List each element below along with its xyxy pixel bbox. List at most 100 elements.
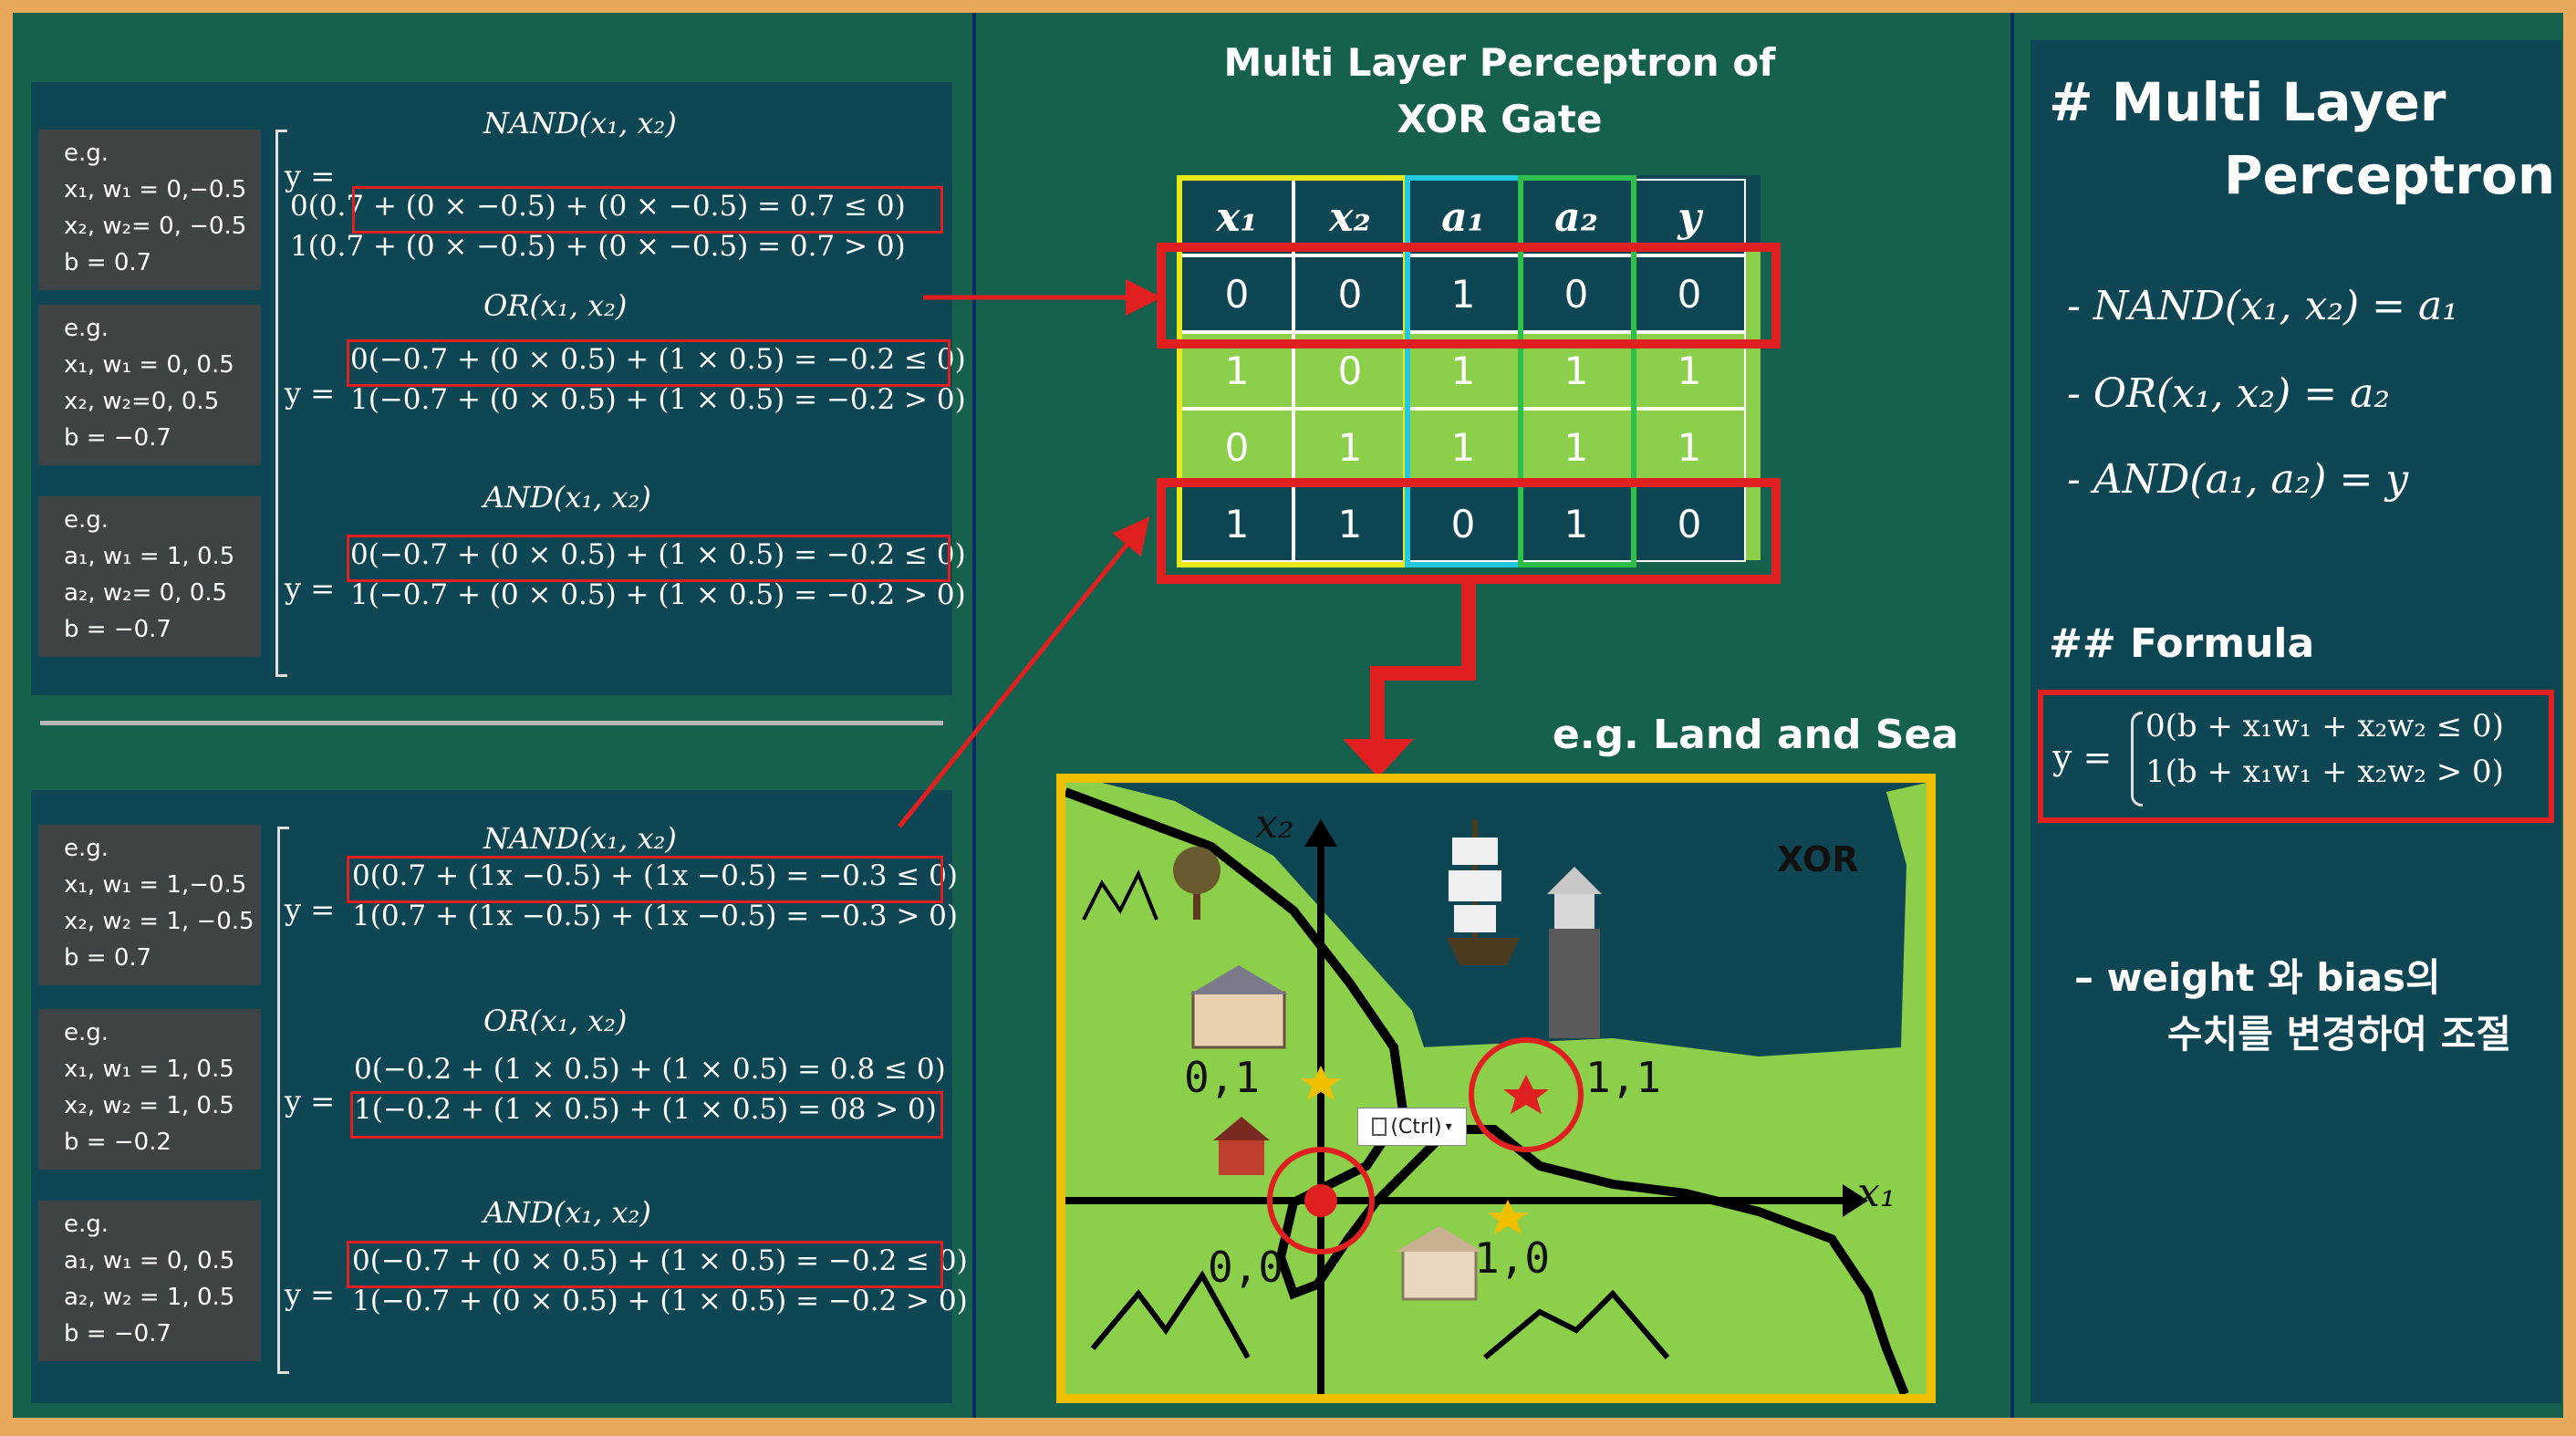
point-label-01: 0,1 [1184,1053,1261,1102]
and-case-1: 1(−0.7 + (0 × 0.5) + (1 × 0.5) = −0.2 > … [352,1285,968,1317]
map-svg [1065,783,1927,1394]
formula-case-1: 1(b + x₁w₁ + x₂w₂ > 0) [2145,754,2504,790]
highlight-box [347,535,950,582]
right-title-line2: Perceptron [2224,144,2556,206]
right-panel: # Multi Layer Perceptron - NAND(x₁, x₂) … [2031,40,2561,1403]
chevron-down-icon: ▾ [1445,1119,1452,1134]
highlight-ring-00 [1267,1147,1375,1254]
table-cell: 1 [1520,485,1633,562]
y-axis-arrow [1304,819,1337,847]
relation-or: - OR(x₁, x₂) = a₂ [2067,370,2390,417]
table-cell: 0 [1633,255,1746,332]
map-title: e.g. Land and Sea [1553,712,1959,758]
table-cell: 0 [1180,255,1293,332]
group-bracket [275,130,287,677]
group-bracket [277,827,289,1374]
coastline [1065,787,1909,1394]
nand-case-1: 1(0.7 + (1x −0.5) + (1x −0.5) = −0.3 > 0… [352,900,958,932]
or-case-0: 0(−0.7 + (0 × 0.5) + (1 × 0.5) = −0.2 ≤ … [350,343,966,376]
table-cell: 0 [1180,409,1293,485]
nand-case-0: 0(0.7 + (0 × −0.5) + (0 × −0.5) = 0.7 ≤ … [290,190,906,223]
formula-box: y = 0(b + x₁w₁ + x₂w₂ ≤ 0) 1(b + x₁w₁ + … [2038,690,2554,823]
ship-icon [1447,819,1520,965]
y-equals: y = [285,892,336,927]
mountains-left-icon [1090,1270,1251,1359]
formula-case-0: 0(b + x₁w₁ + x₂w₂ ≤ 0) [2145,708,2504,744]
house-icon [1213,1117,1270,1175]
table-cell: 0 [1293,255,1407,332]
center-title-line2: XOR Gate [1397,97,1603,141]
and-case-0: 0(−0.7 + (0 × 0.5) + (1 × 0.5) = −0.2 ≤ … [352,1244,968,1277]
fn-label-nand: NAND(x₁, x₂) [483,106,677,140]
fn-label-or: OR(x₁, x₂) [483,288,628,323]
highlight-box [352,186,943,234]
relation-nand: - NAND(x₁, x₂) = a₁ [2067,283,2458,329]
and-case-1: 1(−0.7 + (0 × 0.5) + (1 × 0.5) = −0.2 > … [350,578,966,611]
or-case-1: 1(−0.2 + (1 × 0.5) + (1 × 0.5) = 08 > 0) [354,1093,937,1126]
separator [40,721,943,725]
land-sea-map: XOR x₁ x₂ 0,1 1,1 0,0 1,0 (Ctrl) ▾ [1056,774,1936,1403]
table-cell: 1 [1180,332,1293,409]
highlight-box [347,339,950,387]
highlight-box [347,856,943,903]
and-case-0: 0(−0.7 + (0 × 0.5) + (1 × 0.5) = −0.2 ≤ … [350,538,966,571]
formula-y: y = [2052,737,2113,777]
y-equals: y = [285,1277,336,1312]
note-line1: – weight 와 bias의 [2074,955,2441,1000]
map-xor-label: XOR [1777,839,1859,879]
fn-label-or: OR(x₁, x₂) [483,1004,628,1038]
or-case-1: 1(−0.7 + (0 × 0.5) + (1 × 0.5) = −0.2 > … [350,383,966,416]
highlight-box [350,1091,943,1139]
arrow-down-path [1370,584,1476,743]
fn-label-nand: NAND(x₁, x₂) [483,821,677,856]
row-highlight-11 [1157,478,1781,584]
point-label-10: 1,0 [1474,1233,1551,1283]
axis-label-x2: x₂ [1255,801,1294,848]
bank-icon [1396,1226,1483,1301]
axis-label-x1: x₁ [1857,1170,1896,1216]
fn-label-and: AND(x₁, x₂) [483,1195,651,1230]
arrow-diagonal [898,516,1150,828]
paste-options-button[interactable]: (Ctrl) ▾ [1357,1108,1467,1146]
y-equals: y = [285,376,336,411]
highlight-ring-11 [1469,1037,1584,1152]
tree-icon [1173,847,1220,920]
point-00-dot [1304,1184,1337,1217]
formula-brace [2131,712,2143,806]
building-icon [1189,965,1288,1049]
center-title-line1: Multi Layer Perceptron of [1223,40,1776,85]
connector-arrows [898,279,1476,828]
clipboard-icon [1372,1118,1387,1136]
star-icon-01 [1301,1066,1341,1100]
y-equals: y = [285,159,336,193]
divider-right [2010,13,2014,1418]
truth-table: x₁ x₂ a₁ a₂ y 0 0 1 0 0 1 0 1 1 1 0 1 1 … [1177,175,1761,573]
mountains-right-icon [1483,1289,1670,1360]
point-label-00: 0,0 [1208,1243,1284,1292]
table-cell: 1 [1180,485,1293,562]
star-icon-11 [1503,1075,1549,1114]
mountain-small-icon [1082,869,1158,921]
note-line2: 수치를 변경하여 조절 [2167,1012,2512,1056]
relation-and: - AND(a₁, a₂) = y [2067,456,2409,503]
nand-case-0: 0(0.7 + (1x −0.5) + (1x −0.5) = −0.3 ≤ 0… [352,859,958,892]
nand-case-1: 1(0.7 + (0 × −0.5) + (0 × −0.5) = 0.7 > … [290,230,906,263]
a2-column-outline [1518,175,1636,567]
or-case-0: 0(−0.2 + (1 × 0.5) + (1 × 0.5) = 0.8 ≤ 0… [354,1053,946,1086]
x-axis-arrow [1843,1184,1868,1217]
highlight-box [347,1241,943,1288]
table-cell: 0 [1633,485,1746,562]
point-label-11: 1,1 [1585,1053,1662,1102]
right-title-line1: # Multi Layer [2049,71,2446,133]
divider-left [972,13,976,1418]
y-equals: y = [285,571,336,606]
